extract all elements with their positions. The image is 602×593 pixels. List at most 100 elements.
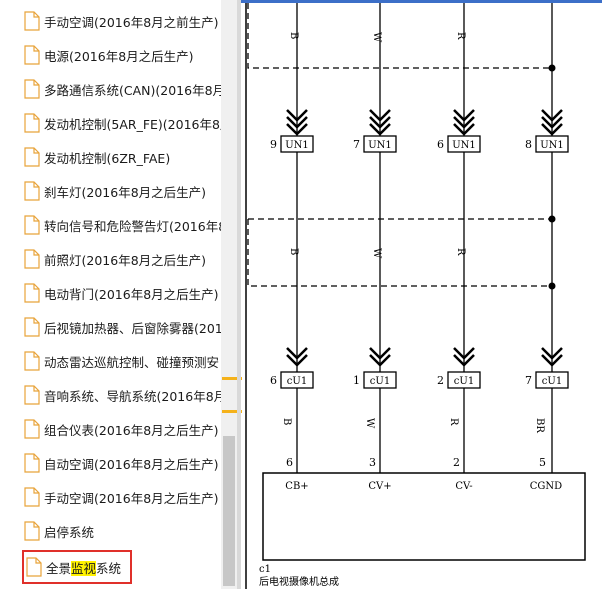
- document-icon: [24, 283, 40, 303]
- component-name: 后电视摄像机总成: [259, 575, 339, 588]
- wire-color-label: R: [455, 248, 466, 256]
- connector-cu1: [363, 371, 397, 389]
- list-item[interactable]: 动态雷达巡航控制、碰撞预测安: [0, 344, 221, 378]
- camera-assembly-box: [262, 472, 586, 561]
- list-item[interactable]: 多路通信系统(CAN)(2016年8月: [0, 72, 221, 106]
- list-item-label: 后视镜加热器、后窗除雾器(201: [44, 320, 221, 336]
- document-icon: [24, 113, 40, 133]
- pin-number: 5: [539, 456, 546, 469]
- pin-number: 9: [270, 138, 277, 151]
- list-item-label: 发动机控制(6ZR_FAE): [44, 150, 171, 166]
- list-item[interactable]: 转向信号和危险警告灯(2016年8: [0, 208, 221, 242]
- list-item-label: 发动机控制(5AR_FE)(2016年8月: [44, 116, 221, 132]
- connector-label: UN1: [285, 140, 309, 151]
- wire-color-label: B: [288, 32, 299, 39]
- list-item[interactable]: 电源(2016年8月之后生产): [0, 38, 221, 72]
- wire-color-label: W: [371, 248, 382, 259]
- list-item-selected[interactable]: 全景监视系统: [22, 550, 132, 584]
- list-item-label: 手动空调(2016年8月之前生产): [44, 14, 219, 30]
- search-highlight: 监视: [71, 560, 97, 576]
- document-icon: [24, 45, 40, 65]
- pin-number: 3: [369, 456, 376, 469]
- list-item[interactable]: 发动机控制(5AR_FE)(2016年8月: [0, 106, 221, 140]
- document-icon: [24, 453, 40, 473]
- connector-label: cU1: [454, 376, 474, 387]
- terminal-label: CGND: [530, 481, 562, 492]
- document-icon: [24, 249, 40, 269]
- list-item-label: 启停系统: [44, 524, 95, 540]
- component-id: c1: [259, 564, 271, 575]
- pin-number: 2: [453, 456, 460, 469]
- list-item[interactable]: 手动空调(2016年8月之后生产): [0, 480, 221, 514]
- document-icon: [24, 487, 40, 507]
- wire-color-label: R: [455, 32, 466, 40]
- document-icon: [24, 79, 40, 99]
- list-item[interactable]: 电动背门(2016年8月之后生产): [0, 276, 221, 310]
- document-icon: [24, 385, 40, 405]
- connector-arrow-icon: [369, 109, 391, 136]
- amber-marker: [222, 377, 242, 380]
- document-icon: [26, 557, 42, 577]
- pin-number: 7: [525, 374, 532, 387]
- list-item[interactable]: 启停系统: [0, 514, 221, 548]
- connector-label: cU1: [370, 376, 390, 387]
- terminal-label: CV+: [368, 481, 391, 492]
- document-icon: [24, 351, 40, 371]
- connector-label: UN1: [452, 140, 476, 151]
- document-icon: [24, 317, 40, 337]
- connector-un1: [280, 135, 314, 153]
- top-edge: [241, 0, 602, 3]
- connector-arrow-icon: [286, 347, 308, 367]
- amber-marker: [222, 410, 242, 413]
- list-item[interactable]: 自动空调(2016年8月之后生产): [0, 446, 221, 480]
- sidebar-list: 手动空调(2016年8月之前生产) 电源(2016年8月之后生产) 多路通信系统…: [0, 0, 221, 589]
- list-item-label: 电动背门(2016年8月之后生产): [44, 286, 219, 302]
- connector-un1: [447, 135, 481, 153]
- pin-number: 6: [286, 456, 293, 469]
- connector-cu1: [447, 371, 481, 389]
- connector-un1: [363, 135, 397, 153]
- list-item[interactable]: 刹车灯(2016年8月之后生产): [0, 174, 221, 208]
- list-item-label: 组合仪表(2016年8月之后生产): [44, 422, 219, 438]
- connector-arrow-icon: [453, 109, 475, 136]
- list-item[interactable]: 组合仪表(2016年8月之后生产): [0, 412, 221, 446]
- document-icon: [24, 181, 40, 201]
- list-item-label: 全景监视系统: [46, 558, 121, 577]
- list-item[interactable]: 音响系统、导航系统(2016年8月: [0, 378, 221, 412]
- list-item-label: 电源(2016年8月之后生产): [44, 48, 194, 64]
- pin-number: 7: [353, 138, 360, 151]
- wire-color-label: B: [288, 248, 299, 255]
- connector-arrow-icon: [453, 347, 475, 367]
- list-item[interactable]: 前照灯(2016年8月之后生产): [0, 242, 221, 276]
- list-item[interactable]: 手动空调(2016年8月之前生产): [0, 4, 221, 38]
- pin-number: 8: [525, 138, 532, 151]
- connector-label: cU1: [542, 376, 562, 387]
- document-icon: [24, 521, 40, 541]
- document-icon: [24, 419, 40, 439]
- list-item-label: 前照灯(2016年8月之后生产): [44, 252, 207, 268]
- list-item-label: 手动空调(2016年8月之后生产): [44, 490, 219, 506]
- shield-box-middle: [247, 218, 552, 287]
- terminal-label: CB+: [285, 481, 308, 492]
- connector-cu1: [280, 371, 314, 389]
- wire-color-label: W: [364, 418, 375, 429]
- wire-color-label: BR: [534, 418, 545, 433]
- wiring-diagram-svg: B W R 9 7 6 8 UN1 UN1 UN1 UN1 B W R 6 1 …: [241, 0, 602, 589]
- connector-label: UN1: [540, 140, 564, 151]
- connector-arrow-icon: [286, 109, 308, 136]
- document-icon: [24, 215, 40, 235]
- connector-cu1: [535, 371, 569, 389]
- pin-number: 2: [437, 374, 444, 387]
- list-item[interactable]: 后视镜加热器、后窗除雾器(201: [0, 310, 221, 344]
- connector-un1: [535, 135, 569, 153]
- terminal-label: CV-: [455, 481, 472, 492]
- connector-arrow-icon: [369, 347, 391, 367]
- list-item-label: 刹车灯(2016年8月之后生产): [44, 184, 207, 200]
- list-item-label: 转向信号和危险警告灯(2016年8: [44, 218, 221, 234]
- list-item-label: 动态雷达巡航控制、碰撞预测安: [44, 354, 220, 370]
- wire-color-label: B: [281, 418, 292, 425]
- pane-divider[interactable]: [237, 0, 241, 589]
- document-icon: [24, 147, 40, 167]
- scrollbar-thumb[interactable]: [223, 436, 235, 586]
- list-item[interactable]: 发动机控制(6ZR_FAE): [0, 140, 221, 174]
